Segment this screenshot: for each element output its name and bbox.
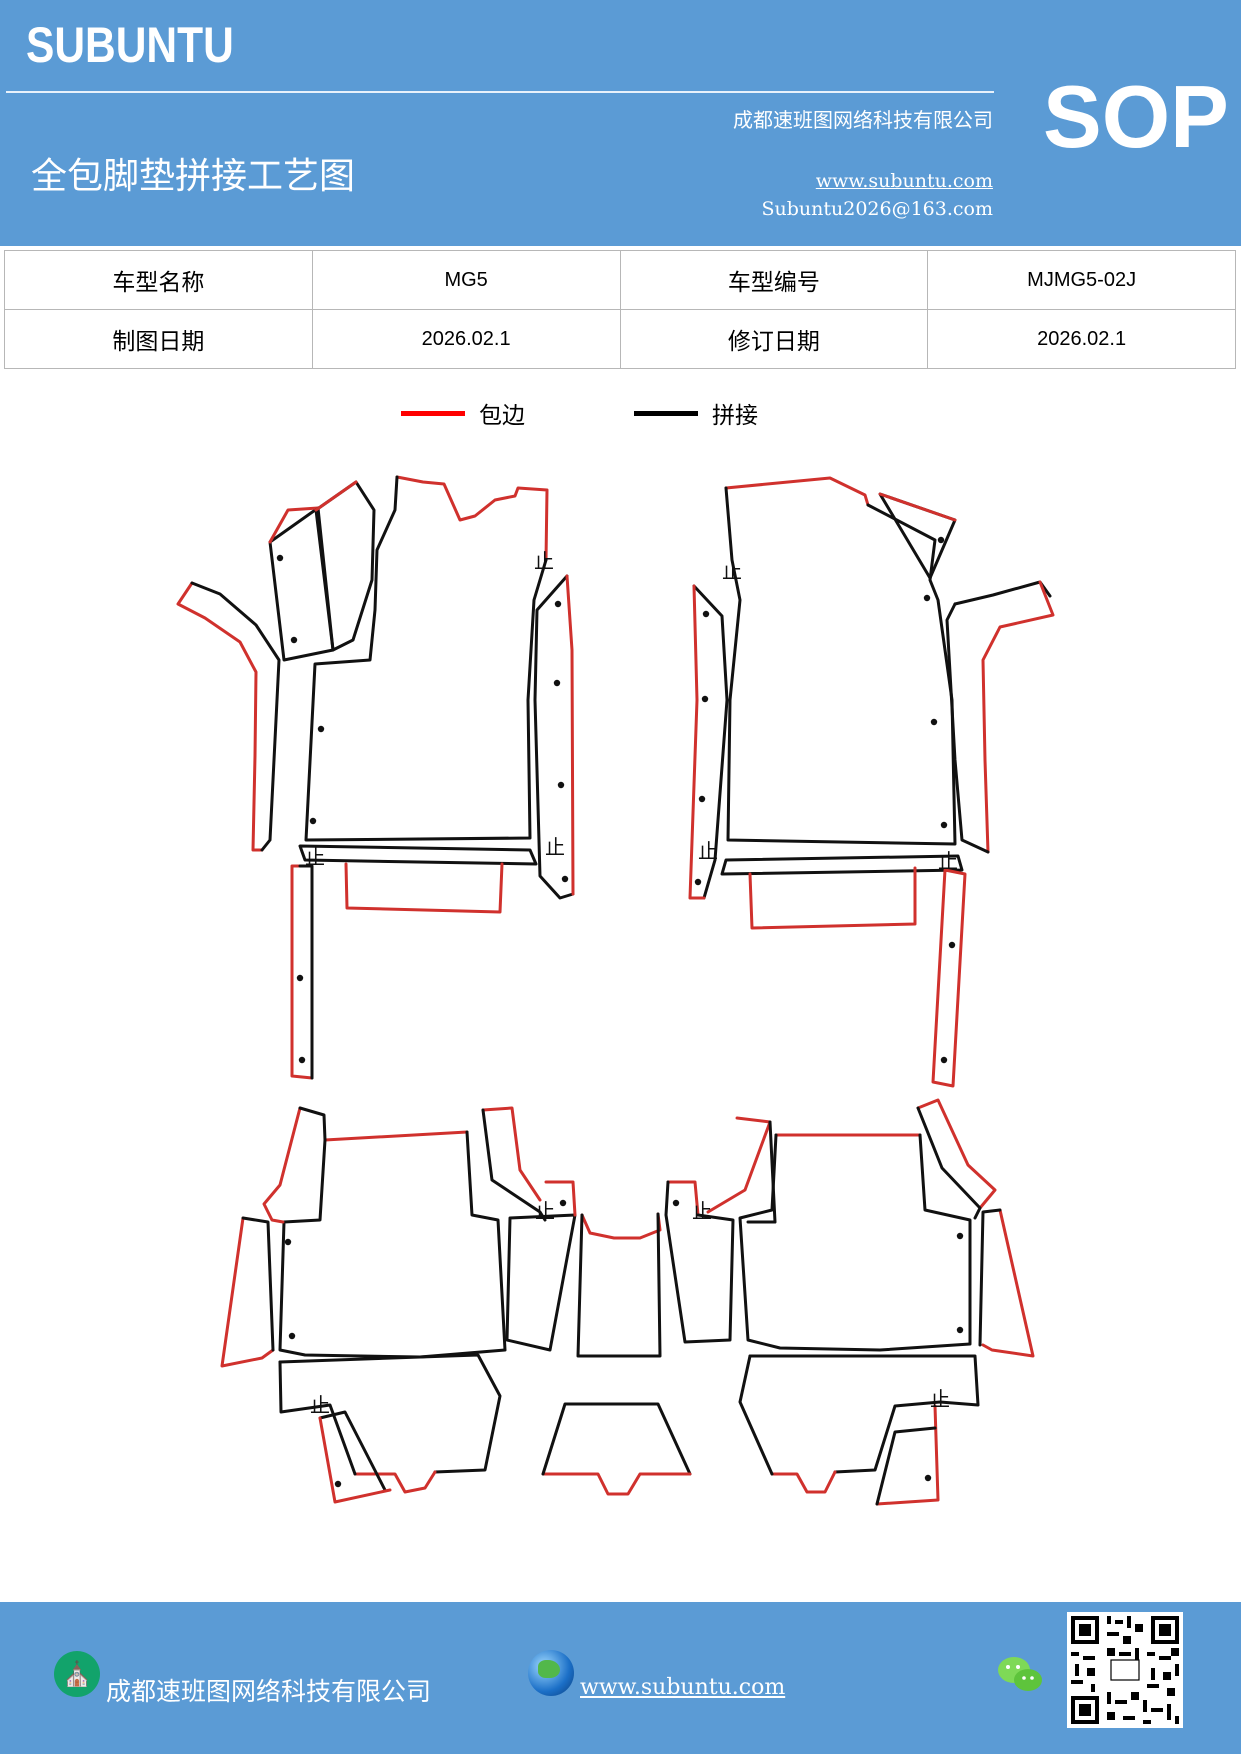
draw-date-label: 制图日期 [4,309,313,369]
page-title: 全包脚垫拼接工艺图 [31,156,356,197]
legend-label: 包边 [479,403,525,429]
brand-logo: SUBUNTU [26,17,234,73]
stop-mark-label: 止 [305,845,325,869]
stop-mark-label: 止 [535,1199,555,1223]
wechat-icon[interactable] [996,1654,1044,1696]
header-website-link[interactable]: www.subuntu.com [815,170,993,192]
qr-code[interactable] [1067,1612,1183,1728]
rear-right-mat [706,1098,1035,1506]
table-row: 制图日期 2026.02.1 修订日期 2026.02.1 [4,309,1236,369]
footer-website-link[interactable]: www.subuntu.com [580,1675,786,1700]
front-left-mat [176,475,575,1080]
stop-marks: 止 止 止 止 止 止 止 止 止 止 [305,549,958,1417]
model-name-label: 车型名称 [4,250,313,310]
header-banner: SUBUNTU 成都速班图网络科技有限公司 全包脚垫拼接工艺图 www.subu… [0,0,1241,246]
header-email: Subuntu2026@163.com [761,198,993,220]
info-table: 车型名称 MG5 车型编号 MJMG5-02J 制图日期 2026.02.1 修… [4,250,1236,369]
footer-company: 成都速班图网络科技有限公司 [106,1677,432,1706]
rear-left-mat [220,1106,577,1504]
rear-center-mat [541,1180,735,1496]
legend-swatch-red [401,410,465,416]
globe-icon [528,1650,574,1696]
legend-label: 拼接 [712,403,758,429]
model-name-value: MG5 [311,250,621,310]
table-row: 车型名称 MG5 车型编号 MJMG5-02J [4,250,1236,310]
stop-mark-label: 止 [692,1199,712,1223]
stop-mark-label: 止 [722,559,742,583]
draw-date-value: 2026.02.1 [311,309,621,369]
legend-swatch-black [634,410,698,416]
mounting-dots [276,536,964,1488]
model-code-value: MJMG5-02J [927,250,1236,310]
stop-mark-label: 止 [545,835,565,859]
stop-mark-label: 止 [310,1393,330,1417]
stop-mark-label: 止 [938,849,958,873]
revision-date-value: 2026.02.1 [927,309,1236,369]
stop-mark-label: 止 [930,1387,950,1411]
model-code-label: 车型编号 [619,250,929,310]
legend-item-seam: 拼接 [634,396,758,430]
front-right-mat [688,476,1055,1088]
stop-mark-label: 止 [698,839,718,863]
stop-mark-label: 止 [534,549,554,573]
header-divider [6,91,994,93]
sop-badge: SOP [1043,67,1229,166]
revision-date-label: 修订日期 [619,309,929,369]
header-company: 成都速班图网络科技有限公司 [733,108,993,132]
legend-item-binding: 包边 [401,396,525,430]
building-icon: ⛪ [54,1651,100,1697]
